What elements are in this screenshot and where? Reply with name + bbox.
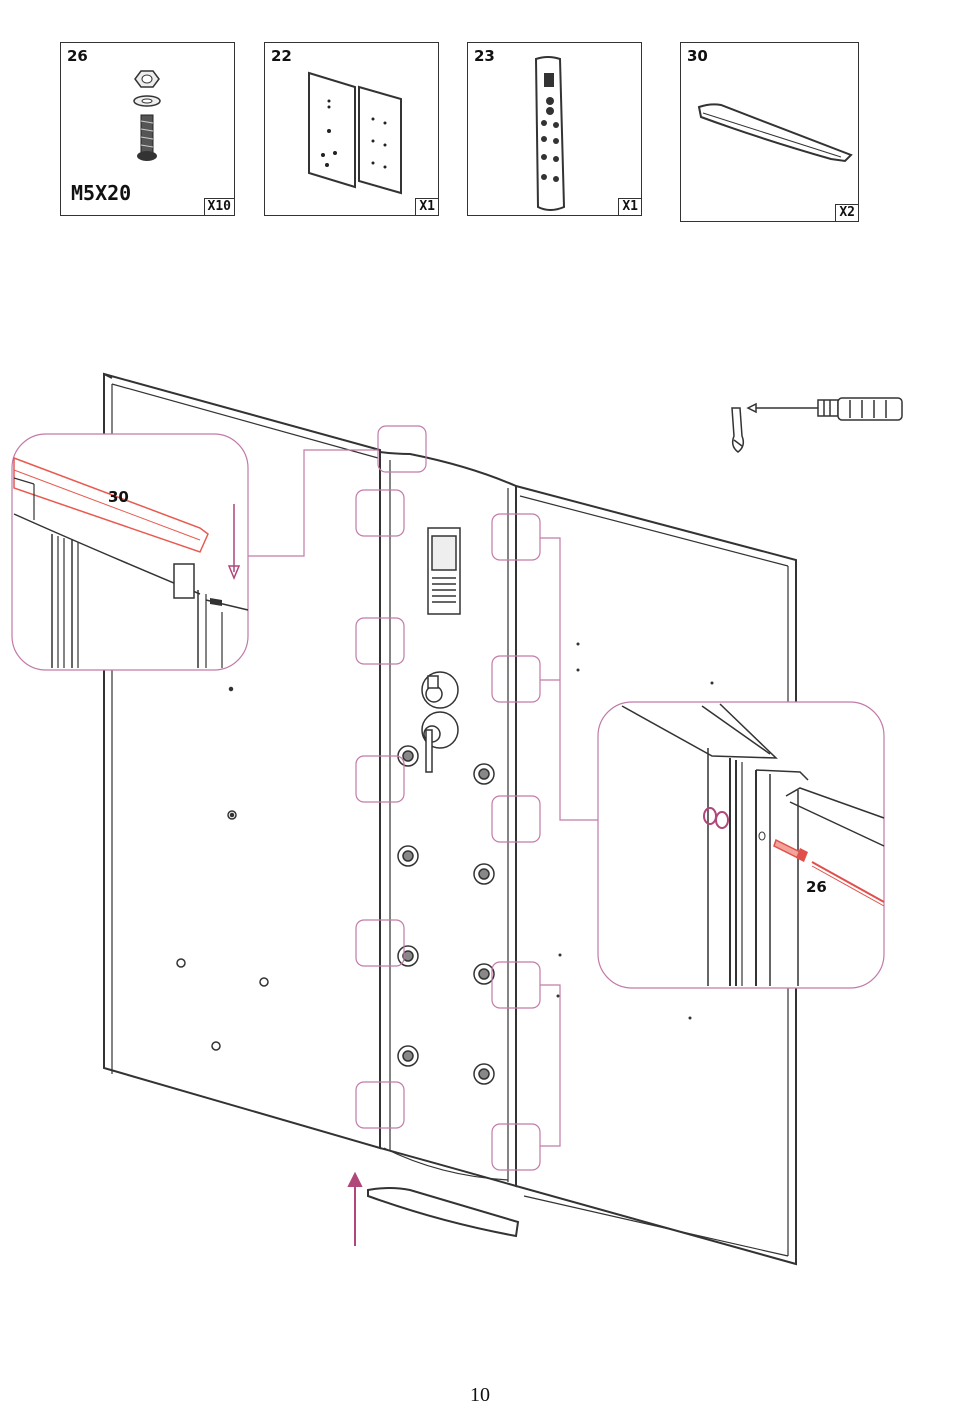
part-quantity: X2 (835, 204, 859, 222)
part-box-26: 26 M5X20 X10 (60, 42, 235, 216)
zoom-detail-right: 26 (597, 701, 885, 989)
part-id: 23 (474, 47, 495, 65)
screwdriver-icon (731, 397, 903, 453)
part-box-23: 23 X1 (467, 42, 642, 216)
part-quantity: X1 (415, 198, 439, 216)
center-column (379, 450, 517, 1188)
part-quantity: X10 (203, 198, 235, 216)
part-box-22: 22 X1 (264, 42, 439, 216)
control-panel-icon (534, 56, 566, 211)
body-jets (397, 745, 495, 1085)
part-quantity: X1 (618, 198, 642, 216)
mixer-valves (421, 671, 459, 773)
seam-markers (248, 425, 598, 1171)
up-arrow-icon (347, 1171, 363, 1246)
part-id: 22 (271, 47, 292, 65)
part-id: 30 (687, 47, 708, 65)
glass-panels-icon (308, 71, 402, 195)
bolt-icon (773, 838, 808, 862)
part-box-30: 30 X2 (680, 42, 859, 222)
callout-label-30: 30 (108, 488, 129, 506)
part-size-label: M5X20 (71, 181, 132, 205)
zoom-detail-top: 30 (11, 433, 249, 671)
page-number: 10 (470, 1384, 490, 1406)
bolt-nut-washer-icon (133, 70, 161, 161)
trim-strip-icon (697, 103, 853, 163)
part-id: 26 (67, 47, 88, 65)
bottom-trim-strip (367, 1187, 520, 1238)
control-display (427, 527, 461, 615)
nut-washer-icon (703, 807, 729, 829)
callout-label-26: 26 (806, 878, 827, 896)
